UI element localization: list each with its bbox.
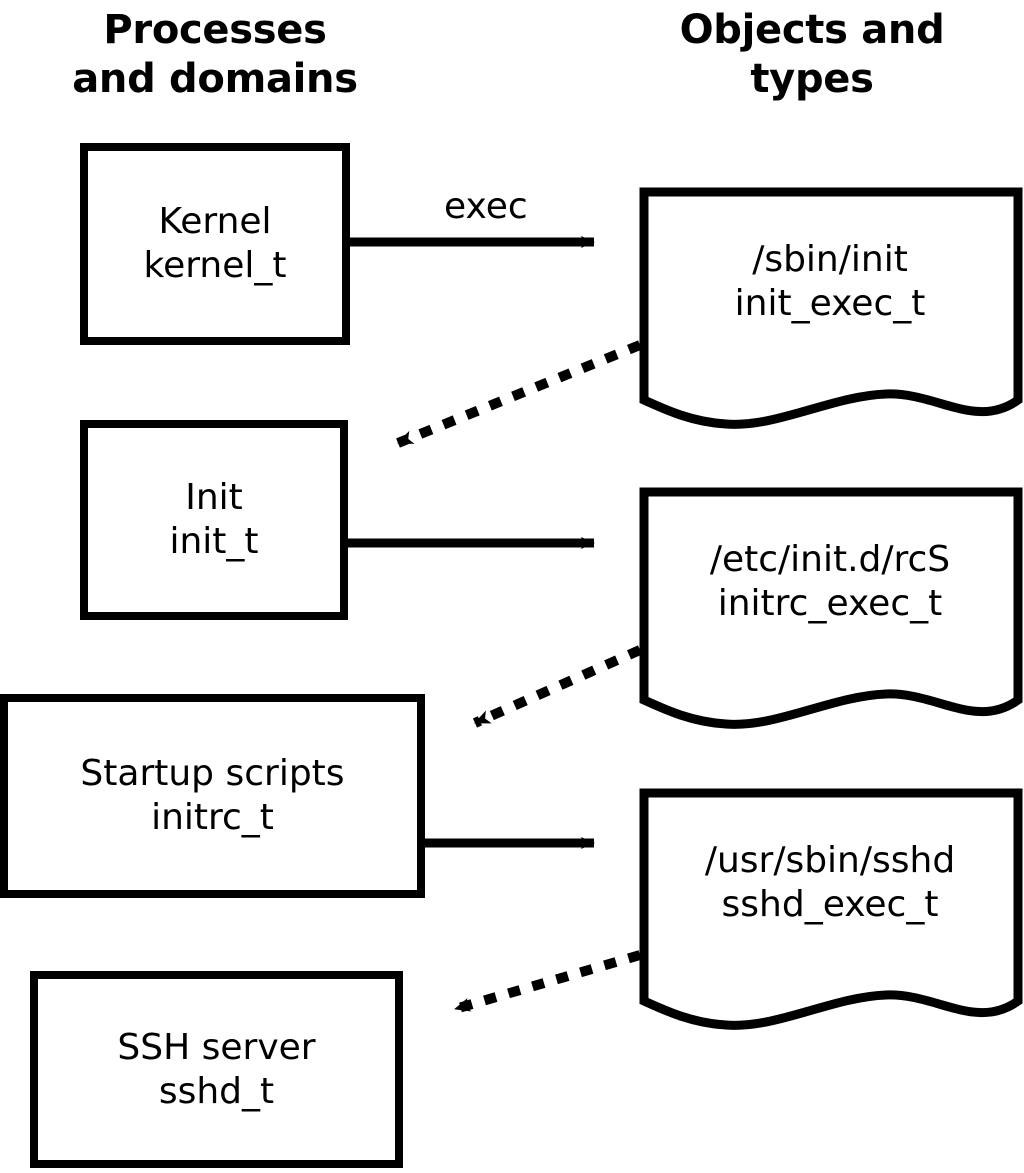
process-node-kernel-name: Kernel [158, 201, 272, 243]
edge-label-exec: exec [444, 186, 528, 227]
document-shape-icon [639, 487, 1023, 729]
edge-initrc-exec-transition-initrc [472, 645, 643, 728]
process-node-kernel-type: kernel_t [143, 245, 287, 286]
process-node-init-type: init_t [169, 521, 259, 562]
process-node-initrc-name: Startup scripts [80, 753, 345, 795]
column-heading-processes: Processes and domains [72, 7, 358, 102]
edge-init-exec-transition-init [396, 340, 642, 448]
document-shape-icon [639, 788, 1023, 1030]
object-node-initrc-exec[interactable]: /etc/init.d/rcS initrc_exec_t [636, 484, 1024, 732]
edge-sshd-exec-transition-sshd [453, 950, 642, 1014]
object-node-sshd-exec[interactable]: /usr/sbin/sshd sshd_exec_t [636, 785, 1024, 1033]
process-node-initrc[interactable]: Startup scripts initrc_t [0, 694, 425, 898]
process-node-kernel[interactable]: Kernel kernel_t [80, 143, 350, 345]
process-node-init[interactable]: Init init_t [80, 420, 348, 620]
process-node-sshd-name: SSH server [117, 1026, 316, 1068]
column-heading-objects: Objects and types [679, 7, 945, 102]
object-node-init-exec[interactable]: /sbin/init init_exec_t [636, 184, 1024, 432]
process-node-initrc-type: initrc_t [151, 797, 274, 838]
process-node-init-name: Init [185, 477, 243, 519]
process-node-sshd[interactable]: SSH server sshd_t [30, 971, 403, 1168]
process-node-sshd-type: sshd_t [158, 1070, 275, 1112]
document-shape-icon [639, 187, 1023, 429]
